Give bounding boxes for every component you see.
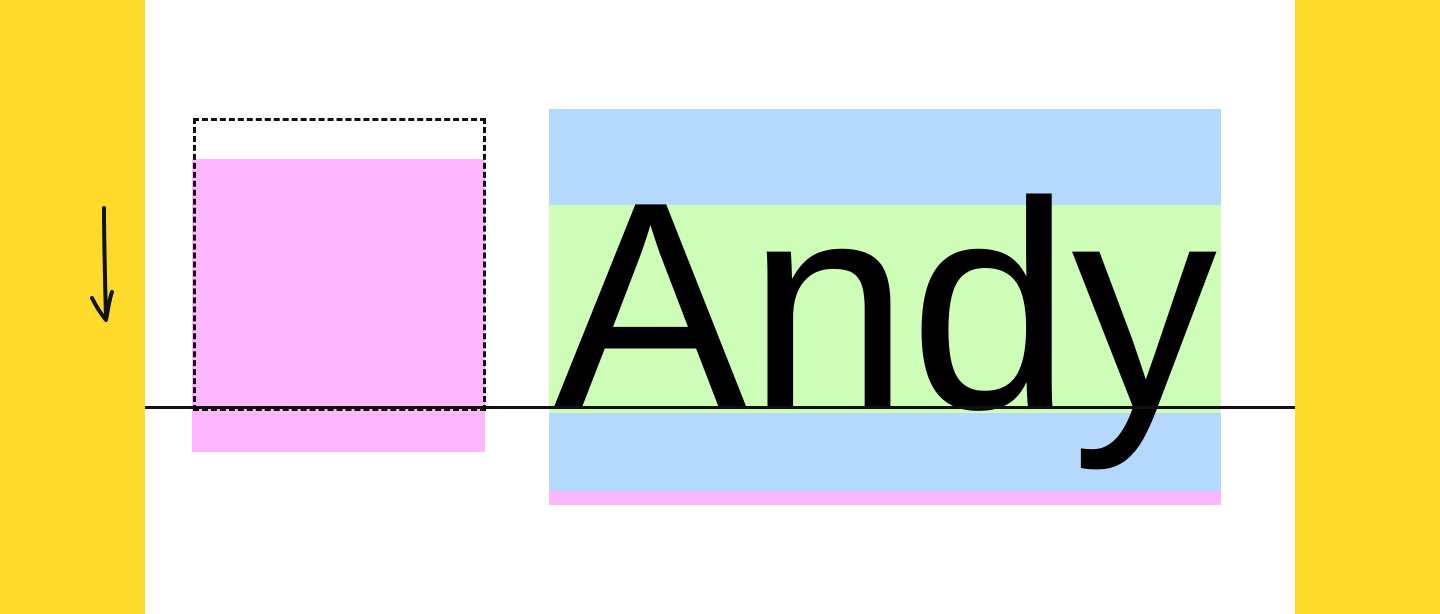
line-gap-top [549,109,1221,205]
text-line-box [549,109,1221,505]
right-side-band [1295,0,1440,614]
dashed-outline-box [193,118,486,411]
inline-block-box [192,159,485,452]
down-arrow-icon [90,206,114,322]
sample-text-svg: Andy [553,140,1217,473]
text-content-area [549,205,1221,413]
baseline-line [145,406,1295,409]
left-side-band [0,0,145,614]
line-gap-bottom [549,413,1221,491]
sample-text: Andy [553,140,1217,473]
bottom-overflow-strip [549,491,1221,505]
